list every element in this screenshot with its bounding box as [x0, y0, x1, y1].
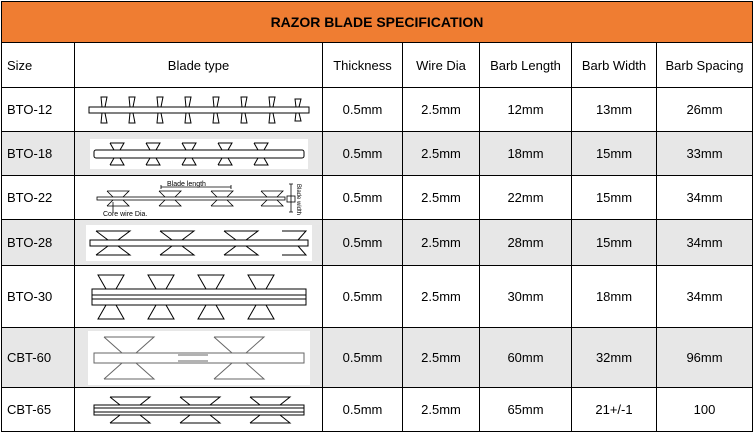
header-barb-spacing: Barb Spacing [656, 42, 753, 88]
bto-22-blade-drawing: Blade length Core wire Dia. Blade width [88, 177, 309, 218]
table-row: BTO-30 0.5mm 2.5mm 30mm 18mm 34mm [1, 265, 753, 328]
cell-barb-width: 21+/-1 [571, 387, 657, 432]
header-size: Size [1, 42, 75, 88]
header-wire-dia: Wire Dia [402, 42, 480, 88]
cell-barb-spacing: 96mm [656, 327, 753, 388]
header-blade-type: Blade type [74, 42, 323, 88]
cbt-60-blade-drawing [87, 330, 310, 385]
blade-diagram-cell [74, 327, 323, 388]
cell-wire-dia: 2.5mm [402, 175, 480, 220]
cell-size: BTO-22 [1, 175, 75, 220]
blade-diagram-cell [74, 87, 323, 132]
blade-width-label: Blade width [295, 184, 301, 215]
header-barb-length: Barb Length [479, 42, 572, 88]
cell-thickness: 0.5mm [322, 219, 403, 266]
cell-barb-spacing: 34mm [656, 219, 753, 266]
table-row: BTO-28 0.5mm 2.5mm 28mm 15mm 34mm [1, 219, 753, 266]
cell-barb-width: 15mm [571, 131, 657, 176]
cell-size: BTO-12 [1, 87, 75, 132]
cell-thickness: 0.5mm [322, 387, 403, 432]
table-row: CBT-60 0.5mm 2.5mm 60mm 32mm 96mm [1, 327, 753, 388]
title-row: RAZOR BLADE SPECIFICATION [1, 1, 753, 43]
blade-diagram-cell [74, 265, 323, 328]
cell-thickness: 0.5mm [322, 87, 403, 132]
core-wire-label: Core wire Dia. [103, 211, 147, 218]
cell-wire-dia: 2.5mm [402, 387, 480, 432]
table-row: CBT-65 0.5mm 2.5mm 65mm 21+/-1 100 [1, 387, 753, 432]
cell-wire-dia: 2.5mm [402, 265, 480, 328]
cell-thickness: 0.5mm [322, 131, 403, 176]
cell-barb-length: 18mm [479, 131, 572, 176]
cell-barb-spacing: 33mm [656, 131, 753, 176]
cell-barb-spacing: 26mm [656, 87, 753, 132]
cell-barb-length: 60mm [479, 327, 572, 388]
cell-barb-length: 65mm [479, 387, 572, 432]
bto-30-blade-drawing [87, 268, 310, 325]
cell-thickness: 0.5mm [322, 175, 403, 220]
cell-wire-dia: 2.5mm [402, 219, 480, 266]
blade-diagram-cell: Blade length Core wire Dia. Blade width [74, 175, 323, 220]
cell-barb-width: 32mm [571, 327, 657, 388]
blade-diagram-cell [74, 387, 323, 432]
cell-barb-width: 15mm [571, 219, 657, 266]
bto-12-blade-drawing [84, 94, 313, 125]
cell-barb-width: 15mm [571, 175, 657, 220]
cell-barb-width: 13mm [571, 87, 657, 132]
cell-barb-width: 18mm [571, 265, 657, 328]
table-title: RAZOR BLADE SPECIFICATION [1, 1, 753, 43]
blade-length-label: Blade length [167, 181, 206, 188]
cell-size: BTO-30 [1, 265, 75, 328]
table-row: BTO-18 0.5mm 2.5mm 18mm 15mm 33mm [1, 131, 753, 176]
cell-thickness: 0.5mm [322, 327, 403, 388]
cell-size: BTO-28 [1, 219, 75, 266]
cell-barb-length: 12mm [479, 87, 572, 132]
header-barb-width: Barb Width [571, 42, 657, 88]
cbt-65-blade-drawing [89, 392, 308, 427]
blade-diagram-cell [74, 131, 323, 176]
cell-wire-dia: 2.5mm [402, 131, 480, 176]
cell-wire-dia: 2.5mm [402, 87, 480, 132]
cell-barb-length: 30mm [479, 265, 572, 328]
cell-barb-length: 28mm [479, 219, 572, 266]
cell-size: BTO-18 [1, 131, 75, 176]
blade-diagram-cell [74, 219, 323, 266]
header-thickness: Thickness [322, 42, 403, 88]
cell-barb-spacing: 100 [656, 387, 753, 432]
bto-28-blade-drawing [85, 224, 312, 261]
table-row: BTO-22 Blade length Core wire Dia. [1, 175, 753, 220]
cell-size: CBT-65 [1, 387, 75, 432]
cell-barb-spacing: 34mm [656, 175, 753, 220]
cell-wire-dia: 2.5mm [402, 327, 480, 388]
cell-barb-spacing: 34mm [656, 265, 753, 328]
bto-18-blade-drawing [89, 138, 308, 169]
table-row: BTO-12 0.5mm 2.5mm [1, 87, 753, 132]
cell-barb-length: 22mm [479, 175, 572, 220]
cell-size: CBT-60 [1, 327, 75, 388]
header-row: Size Blade type Thickness Wire Dia Barb … [1, 42, 753, 88]
cell-thickness: 0.5mm [322, 265, 403, 328]
